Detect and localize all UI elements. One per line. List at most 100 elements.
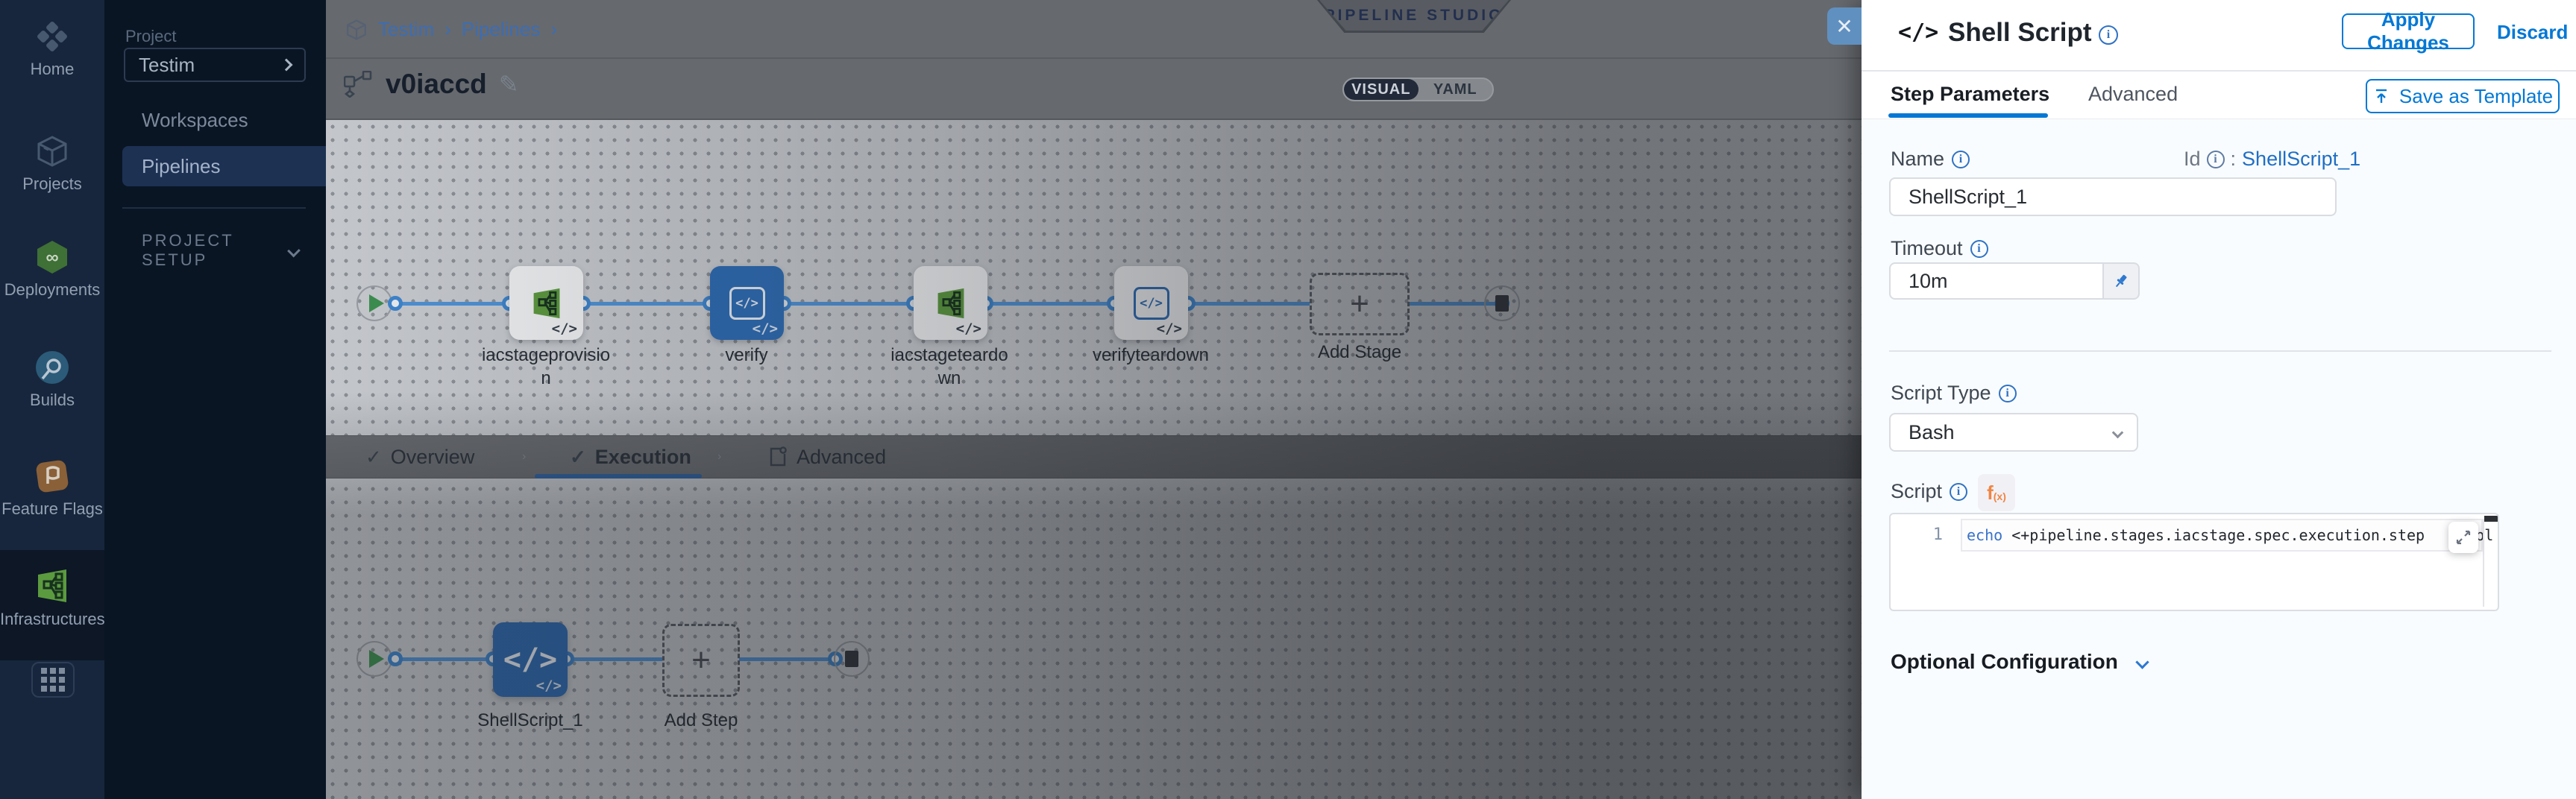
visual-yaml-toggle: VISUAL YAML	[1342, 78, 1494, 101]
discard-button[interactable]: Discard	[2497, 21, 2569, 43]
project-selector[interactable]: Testim	[124, 48, 306, 82]
sidebar-item-builds[interactable]: Builds	[0, 350, 104, 410]
add-stage-button[interactable]: +	[1310, 273, 1410, 335]
timeout-input[interactable]: 10m	[1889, 262, 2104, 300]
script-code-editor[interactable]: 1 echo <+pipeline.stages.iacstage.spec.e…	[1889, 513, 2499, 611]
chevron-right-icon: ›	[717, 450, 722, 463]
info-icon[interactable]: i	[1952, 150, 1970, 168]
info-icon[interactable]: i	[2206, 150, 2225, 168]
graph-edge	[583, 302, 710, 306]
info-icon[interactable]: i	[2099, 25, 2118, 45]
add-stage-label[interactable]: Add Stage	[1317, 342, 1402, 362]
deployments-icon: ∞	[37, 241, 67, 274]
tab-execution[interactable]: ✓ Execution	[570, 445, 691, 468]
expand-editor-button[interactable]	[2448, 522, 2478, 553]
stage-label[interactable]: verify	[725, 345, 768, 365]
name-field-label: Name i	[1891, 148, 1970, 171]
id-value[interactable]: ShellScript_1	[2242, 148, 2361, 170]
step-id-row: Id i : ShellScript_1	[2184, 148, 2360, 171]
connector-port[interactable]	[388, 296, 403, 311]
breadcrumb-link-pipelines[interactable]: Pipelines	[461, 18, 541, 40]
breadcrumb-row: Testim › Pipelines › PIPELINE STUDIO	[326, 0, 1862, 59]
name-input[interactable]: ShellScript_1	[1889, 177, 2337, 216]
step-node-shellscript-1[interactable]: </> </>	[493, 622, 568, 697]
sidebar-item-workspaces[interactable]: Workspaces	[142, 109, 248, 131]
section-divider	[1889, 350, 2551, 352]
close-drawer-button[interactable]: ✕	[1827, 7, 1862, 45]
stage-label[interactable]: verifyteardown	[1092, 345, 1210, 365]
builds-icon	[36, 351, 69, 384]
pipeline-title-row: v0iaccd ✎	[344, 69, 519, 100]
pipeline-canvas[interactable]: </> </> </> </> </> </> + iacstageprovis…	[326, 120, 1862, 799]
execution-start-node[interactable]	[356, 641, 392, 677]
timeout-pin-addon[interactable]	[2104, 262, 2140, 300]
pipeline-end-node[interactable]	[1484, 285, 1520, 321]
sidebar-item-projects[interactable]: Projects	[0, 134, 104, 194]
code-line[interactable]: echo <+pipeline.stages.iacstage.spec.exe…	[1967, 526, 2494, 544]
toggle-visual[interactable]: VISUAL	[1344, 79, 1419, 100]
tab-overview[interactable]: ✓ Overview	[365, 445, 475, 468]
tab-advanced[interactable]: Advanced	[768, 436, 886, 478]
apply-changes-button[interactable]: Apply Changes	[2342, 8, 2475, 54]
stage-node-verify[interactable]: </> </>	[710, 266, 784, 340]
edit-pencil-icon[interactable]: ✎	[498, 71, 519, 98]
graph-edge	[392, 302, 509, 306]
add-step-button[interactable]: +	[662, 624, 740, 697]
stage-node-iacstageprovision[interactable]: </>	[509, 266, 583, 340]
apps-grid-button[interactable]	[31, 662, 75, 698]
sidebar-item-label: Builds	[30, 391, 75, 409]
project-setup-toggle[interactable]: PROJECT SETUP	[142, 231, 301, 270]
pipeline-start-node[interactable]	[356, 285, 392, 321]
step-label[interactable]: ShellScript_1	[477, 710, 583, 730]
info-icon[interactable]: i	[1950, 482, 1968, 501]
plus-icon: +	[691, 642, 711, 678]
add-step-label[interactable]: Add Step	[664, 710, 738, 730]
info-icon[interactable]: i	[1998, 384, 2017, 402]
sidebar-item-deployments[interactable]: ∞ Deployments	[0, 240, 104, 300]
optional-configuration-label: Optional Configuration	[1891, 650, 2118, 673]
chevron-right-icon: ›	[522, 450, 527, 463]
stop-icon	[845, 651, 858, 667]
tab-advanced[interactable]: Advanced	[2088, 82, 2178, 105]
script-type-label: Script Type i	[1891, 382, 2017, 405]
home-logo-icon	[37, 22, 67, 51]
stage-node-verifyteardown[interactable]: </> </>	[1114, 266, 1188, 340]
breadcrumb-link-testim[interactable]: Testim	[378, 18, 435, 40]
stop-icon	[1495, 295, 1509, 312]
tab-step-parameters[interactable]: Step Parameters	[1891, 82, 2050, 105]
project-cube-icon	[347, 19, 366, 40]
sidebar-item-feature-flags[interactable]: Feature Flags	[0, 459, 104, 519]
code-badge-icon: </>	[535, 678, 562, 694]
connector-port[interactable]	[388, 651, 403, 666]
play-icon	[369, 650, 384, 668]
toggle-yaml[interactable]: YAML	[1433, 80, 1477, 98]
expression-fx-button[interactable]: f(x)	[1978, 474, 2015, 511]
sidebar-item-pipelines[interactable]: Pipelines	[122, 146, 326, 186]
sidebar-item-label: Infrastructures	[0, 610, 105, 628]
graph-edge	[986, 302, 1114, 306]
infrastructure-stage-icon	[937, 288, 964, 318]
save-as-template-button[interactable]: Save as Template	[2366, 79, 2560, 113]
sidebar-item-home[interactable]: Home	[0, 19, 104, 79]
svg-text:∞: ∞	[45, 247, 58, 268]
sidebar-item-infrastructures[interactable]: Infrastructures	[0, 568, 105, 629]
script-type-select[interactable]: Bash	[1889, 413, 2138, 452]
breadcrumb-separator: ›	[444, 18, 451, 40]
code-badge-icon: </>	[1156, 320, 1182, 337]
info-icon[interactable]: i	[1970, 239, 1988, 258]
execution-end-node[interactable]	[834, 641, 870, 677]
chevron-right-icon	[280, 58, 293, 72]
graph-edge	[1188, 302, 1310, 306]
close-icon: ✕	[1835, 14, 1853, 38]
project-section-label: Project	[125, 27, 177, 45]
optional-configuration-toggle[interactable]: Optional Configuration	[1891, 650, 2149, 674]
sidebar-item-label: Home	[30, 60, 75, 78]
drawer-tab-bar: Step Parameters Advanced Save as Templat…	[1862, 72, 2576, 119]
rail-active-highlight	[0, 550, 104, 660]
sidebar-divider	[122, 207, 306, 209]
editor-scrollbar-thumb[interactable]	[2484, 516, 2498, 522]
stage-node-iacstageteardown[interactable]: </>	[914, 266, 987, 340]
graph-edge	[739, 657, 835, 661]
